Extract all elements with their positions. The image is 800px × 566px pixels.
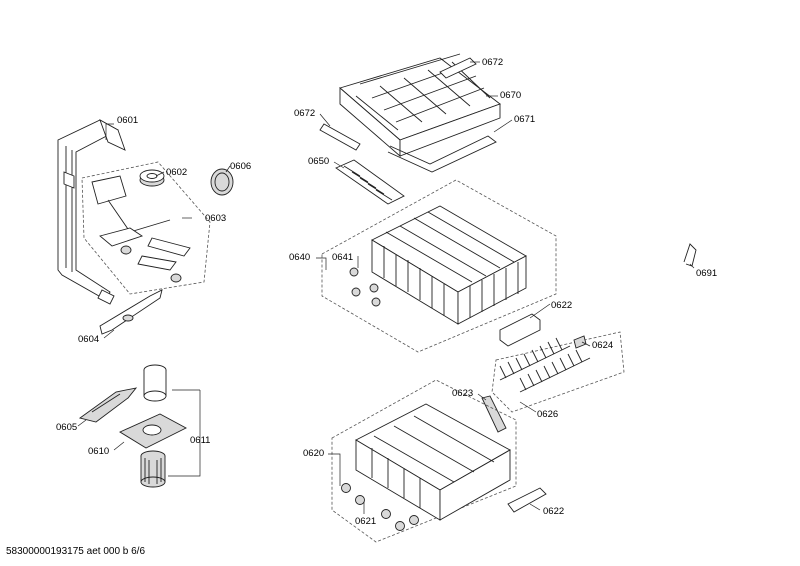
handle-0622-upper	[499, 313, 541, 347]
supply-pipe-0601	[57, 119, 126, 305]
label-0672-left: 0672	[294, 108, 315, 119]
label-0601: 0601	[117, 115, 138, 126]
tine-racks-0626	[491, 331, 625, 413]
document-code: 58300000193175 aet 000 b 6/6	[6, 546, 146, 557]
spray-arm-group-0603	[81, 161, 211, 295]
clip-0624	[573, 335, 587, 349]
tine-row-0650	[335, 159, 405, 205]
label-0624: 0624	[592, 340, 613, 351]
handle-0622-lower	[507, 487, 547, 513]
label-0641: 0641	[332, 252, 353, 263]
label-0620: 0620	[303, 448, 324, 459]
label-0626: 0626	[537, 409, 558, 420]
leader-lines	[77, 61, 695, 514]
label-0621: 0621	[355, 516, 376, 527]
label-0602: 0602	[166, 167, 187, 178]
upper-basket-0640	[321, 179, 557, 353]
label-0670: 0670	[500, 90, 521, 101]
label-0640: 0640	[289, 252, 310, 263]
label-0650: 0650	[308, 156, 329, 167]
spray-arm-0604	[99, 289, 163, 335]
disc-0606	[210, 168, 234, 196]
nut-0602	[139, 169, 165, 187]
micro-filter	[140, 450, 166, 488]
label-0603: 0603	[205, 213, 226, 224]
label-0672-right: 0672	[482, 57, 503, 68]
wheels-0621	[341, 483, 419, 531]
label-0604: 0604	[78, 334, 99, 345]
filter-cover-0605	[78, 387, 138, 423]
filter-tower	[143, 364, 167, 402]
label-0611: 0611	[190, 435, 210, 446]
label-0623: 0623	[452, 388, 473, 399]
flat-filter-0610	[119, 413, 187, 449]
label-0606: 0606	[230, 161, 251, 172]
label-0622-upper: 0622	[551, 300, 572, 311]
label-0691: 0691	[696, 268, 717, 279]
lower-basket-0620	[331, 379, 517, 543]
tray-rail-0671	[387, 135, 497, 173]
label-0622-lower: 0622	[543, 506, 564, 517]
cutlery-tray-0670	[339, 53, 501, 157]
label-0605: 0605	[56, 422, 77, 433]
flap-0623	[481, 395, 507, 433]
clip-0672-left	[319, 123, 361, 151]
label-0610: 0610	[88, 446, 109, 457]
clip-0672-right	[439, 57, 477, 79]
label-0671: 0671	[514, 114, 535, 125]
hook-0691	[683, 243, 697, 267]
rollers-0641	[349, 267, 381, 307]
